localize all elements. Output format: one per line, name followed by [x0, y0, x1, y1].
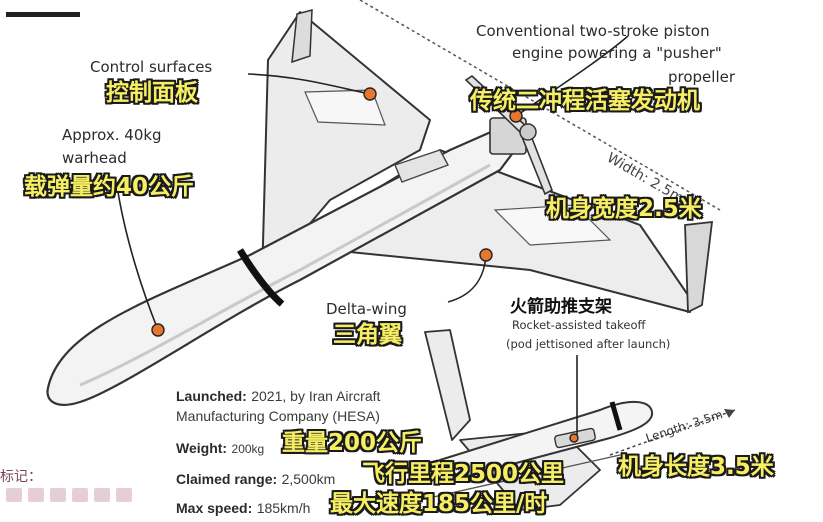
marker-warhead — [151, 323, 165, 337]
delta-wing-label: Delta-wing — [326, 300, 407, 318]
blur-block — [6, 488, 22, 502]
blur-block — [72, 488, 88, 502]
left-winglet — [291, 9, 313, 64]
length-caption: 机身长度3.5米 — [618, 454, 774, 480]
rocket-label-line2: (pod jettisoned after launch) — [506, 337, 671, 351]
spec-range-caption: 飞行里程2500公里 — [362, 461, 565, 487]
spec-launched-value-line2: Manufacturing Company (HESA) — [176, 408, 380, 424]
spec-speed-key: Max speed: — [176, 500, 253, 516]
marker-control-surfaces — [363, 87, 377, 101]
marker-delta-wing — [479, 248, 493, 262]
left-wing-panel — [304, 89, 386, 126]
fuselage-intake — [394, 149, 449, 183]
rocket-caption: 火箭助推支架 — [510, 297, 612, 317]
warhead-band — [236, 248, 285, 307]
blur-block — [28, 488, 44, 502]
markers — [151, 87, 579, 443]
spec-weight: Weight: 200kg — [176, 440, 264, 458]
corner-label: 标记： — [0, 469, 42, 485]
warhead-caption: 载弹量约40公斤 — [24, 174, 195, 200]
leader-delta — [447, 254, 487, 303]
spec-speed-caption: 最大速度185公里/时 — [330, 491, 548, 517]
small-drone-wing-top — [424, 329, 471, 441]
blur-block — [94, 488, 110, 502]
engine-label-line2: engine powering a "pusher" — [512, 44, 722, 62]
engine-label-line3: propeller — [668, 68, 736, 86]
fuselage-shade — [79, 163, 491, 387]
blur-block — [50, 488, 66, 502]
width-caption: 机身宽度2.5米 — [546, 196, 702, 222]
spec-weight-value: 200kg — [231, 442, 265, 456]
spec-weight-caption: 重量200公斤 — [282, 430, 423, 456]
warhead-label-line1: Approx. 40kg — [62, 126, 162, 144]
main-drone — [46, 9, 714, 406]
length-arrowhead — [724, 409, 735, 418]
small-drone — [419, 329, 654, 511]
propeller-hub — [519, 123, 537, 141]
blur-block — [116, 488, 132, 502]
spec-speed: Max speed: 185km/h — [176, 500, 310, 518]
control-surfaces-caption: 控制面板 — [106, 80, 198, 106]
blurred-text — [6, 488, 132, 502]
spec-launched-key: Launched: — [176, 388, 247, 404]
fuselage — [46, 126, 517, 406]
spec-range: Claimed range: 2,500km — [176, 471, 335, 489]
small-drone-fuselage — [439, 400, 654, 479]
small-drone-band — [609, 401, 623, 431]
length-dimension-line — [609, 409, 736, 456]
spec-launched-value: 2021, by Iran Aircraft — [251, 388, 381, 404]
right-winglet — [684, 220, 714, 314]
spec-range-value: 2,500km — [281, 471, 336, 487]
delta-wing-caption: 三角翼 — [333, 322, 402, 348]
engine-caption: 传统二冲程活塞发动机 — [470, 88, 700, 114]
marker-engine — [509, 109, 523, 123]
engine-label-line1: Conventional two-stroke piston — [476, 22, 710, 40]
left-wing — [261, 11, 431, 281]
spec-weight-key: Weight: — [176, 440, 228, 456]
leader-lines — [117, 35, 629, 440]
leader-engine — [515, 35, 629, 117]
launch-rail — [419, 454, 621, 501]
rocket-label-line1: Rocket-assisted takeoff — [512, 318, 646, 332]
marker-rocket — [569, 433, 579, 443]
top-bar — [6, 12, 80, 17]
spec-launched: Launched: 2021, by Iran Aircraft — [176, 388, 380, 406]
leader-warhead — [117, 191, 159, 331]
spec-speed-value: 185km/h — [256, 500, 311, 516]
warhead-label-line2: warhead — [62, 149, 127, 167]
control-surfaces-label: Control surfaces — [90, 58, 213, 76]
leader-control-surfaces — [247, 73, 371, 95]
right-wing-panel — [493, 204, 612, 246]
spec-range-key: Claimed range: — [176, 471, 278, 487]
